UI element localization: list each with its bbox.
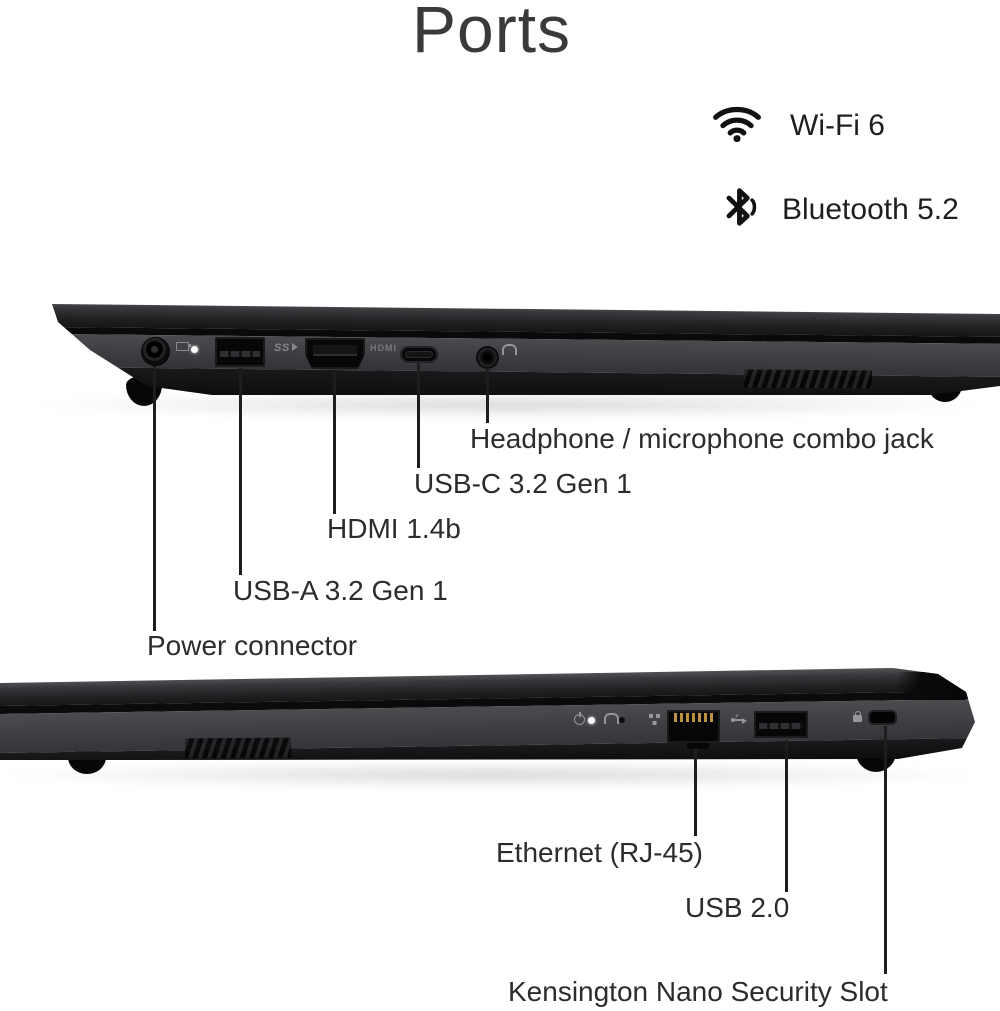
usb-a-port [215,337,265,367]
laptop-right-side-view [0,664,978,782]
hinge-corner [893,672,971,700]
callout-line-usb-2-0 [785,740,788,892]
ethernet-latch-tab [687,743,709,749]
page-title: Ports [412,0,572,66]
ethernet-icon [649,714,661,726]
laptop-left-side-view: SS HDMI [52,296,1000,414]
usb-2-0-port [754,711,808,738]
callout-line-usb-a [239,368,242,575]
port-label-power: Power connector [147,630,358,661]
usb-superspeed-marking: SS [274,342,298,354]
port-label-usb-a: USB-A 3.2 Gen 1 [233,575,448,606]
port-label-kensington: Kensington Nano Security Slot [508,976,888,1007]
port-label-hdmi: HDMI 1.4b [327,513,461,544]
callout-line-hdmi [333,372,336,514]
vent-grille [185,737,291,759]
callout-line-power [153,366,156,631]
bluetooth-label: Bluetooth 5.2 [782,192,959,226]
hdmi-marking: HDMI [370,343,397,353]
status-dot [619,717,625,723]
laptop-left-shadow [34,392,984,418]
battery-icon [176,342,191,351]
headset-icon [604,713,619,724]
bluetooth-feature-row: Bluetooth 5.2 [720,186,959,233]
callout-line-usb-c [417,363,420,468]
port-label-ethernet: Ethernet (RJ-45) [496,837,703,868]
vent-grille [744,369,872,389]
usb-icon [731,713,747,725]
power-led [588,717,595,724]
laptop-right-shadow [0,762,980,788]
power-led [191,346,198,353]
wifi-label: Wi-Fi 6 [790,108,885,142]
port-label-usb-2-0: USB 2.0 [685,892,790,923]
laptop-body [0,668,975,760]
ethernet-rj45-port [667,710,720,743]
wifi-feature-row: Wi-Fi 6 [712,104,885,147]
power-icon [574,714,585,725]
usb-c-port [400,346,438,363]
hdmi-port [305,338,365,369]
headphone-jack-port [476,346,499,369]
lock-icon [853,711,862,723]
kensington-slot-port [868,710,897,725]
bluetooth-icon [720,186,760,233]
callout-line-headphone [486,368,489,423]
port-label-headphone: Headphone / microphone combo jack [470,423,934,454]
laptop-body: SS HDMI [52,304,1000,395]
power-connector-port [142,338,169,365]
headset-icon [502,344,517,355]
callout-line-ethernet [694,748,697,836]
port-label-usb-c: USB-C 3.2 Gen 1 [414,468,632,499]
callout-line-kensington [884,726,887,974]
wifi-icon [712,104,762,147]
